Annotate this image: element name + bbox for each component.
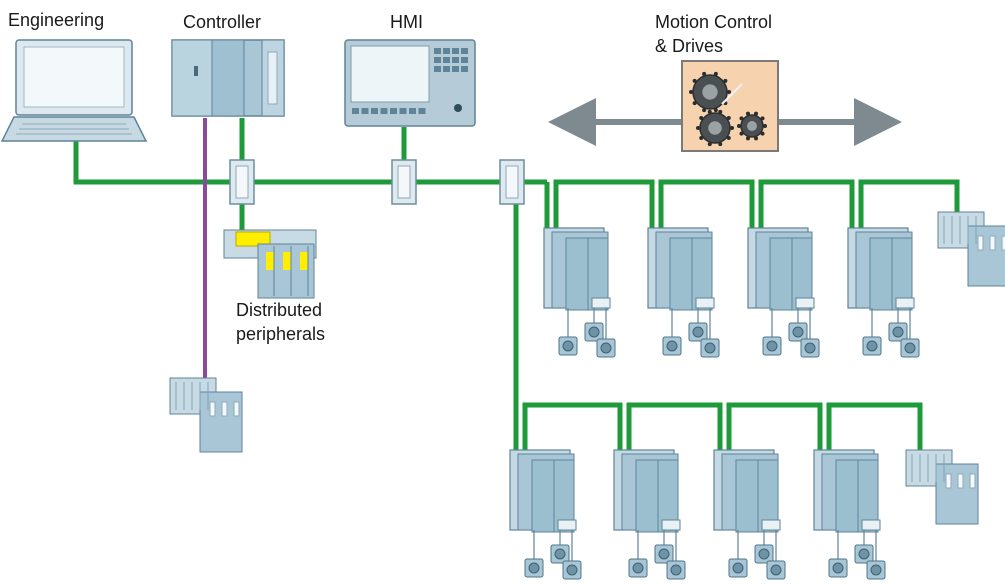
drive-unit-icon-row1-3 [747, 227, 820, 358]
drive-row1-link-3 [658, 179, 755, 228]
drive-row1-link-4 [758, 179, 855, 228]
drive-unit-icon-row2-3 [713, 449, 786, 580]
switch-controller [229, 159, 255, 205]
drive-unit-icon-row1-2 [647, 227, 720, 358]
devices [0, 39, 1005, 580]
label-motion-control: Motion Control [655, 12, 773, 32]
drive-row2-link-4 [826, 402, 923, 452]
network-links [73, 98, 960, 452]
label-engineering: Engineering [8, 10, 105, 30]
drive-unit-icon-row2-4 [813, 449, 886, 580]
io-module-row2 [905, 449, 979, 525]
label-peripherals: peripherals [236, 324, 326, 344]
label-drives: & Drives [655, 36, 724, 56]
drive-unit-icon-row1-1 [543, 227, 616, 358]
drive-row2-link-3 [726, 402, 823, 450]
motion-control-gears-icon [681, 60, 779, 152]
laptop-icon [0, 39, 148, 142]
label-distributed: Distributed [236, 300, 323, 320]
drive-unit-icon-row2-1 [509, 449, 582, 580]
main-bus-line [73, 120, 547, 185]
drive-unit-icon-row1-4 [847, 227, 920, 358]
drive-row2-link-2 [626, 402, 723, 450]
drive-row1-link-5 [858, 179, 960, 228]
distributed-peripherals [223, 229, 317, 299]
drive-row1-link-2 [553, 179, 655, 228]
drive-row2-link-1 [522, 402, 623, 450]
io-module-row1 [937, 211, 1005, 287]
drive-unit-icon-row2-2 [613, 449, 686, 580]
label-hmi: HMI [390, 12, 423, 32]
label-controller: Controller [183, 12, 262, 32]
switch-drives [499, 159, 525, 205]
switch-hmi [391, 159, 417, 205]
hmi-panel-icon [344, 39, 476, 127]
io-module-icon [169, 377, 243, 453]
plc-controller-icon [171, 39, 285, 117]
